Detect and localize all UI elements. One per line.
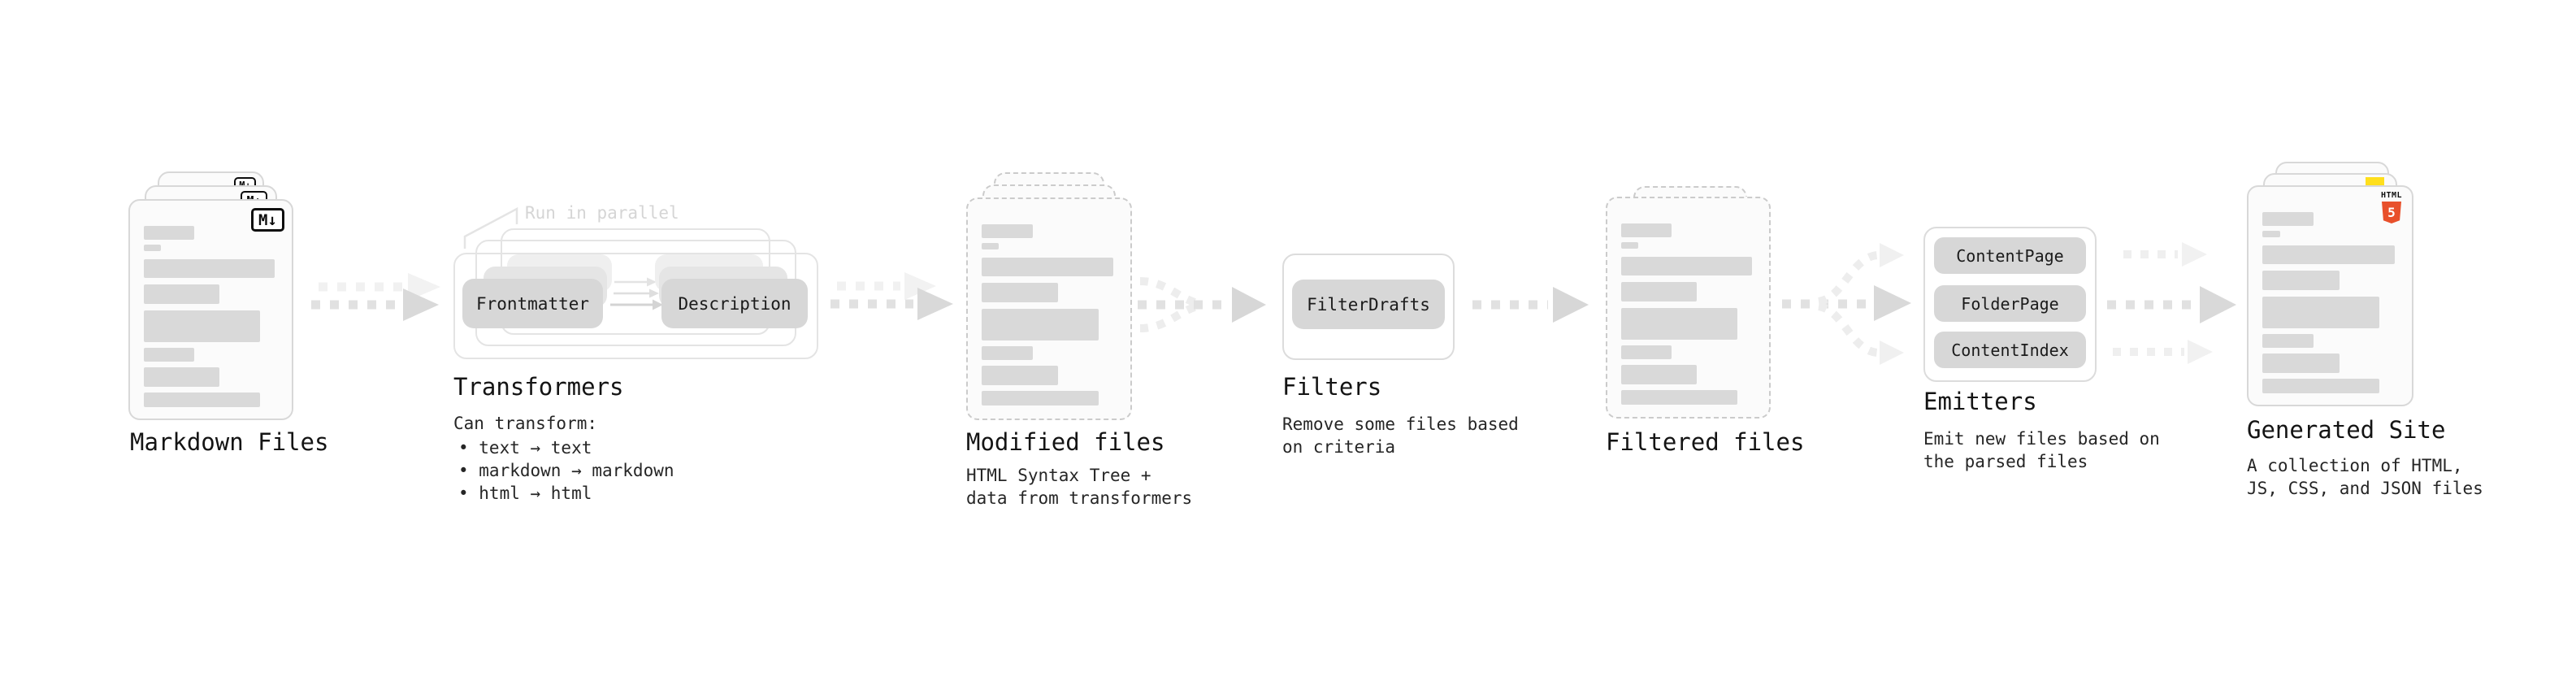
filters-desc: Remove some files based <box>1282 414 1519 434</box>
content-bar <box>144 310 260 342</box>
content-bar <box>982 243 1000 249</box>
document-content-bars <box>982 224 1116 406</box>
generated-site-label: Generated Site <box>2247 416 2446 444</box>
content-bar <box>1621 390 1737 405</box>
generated-site-desc: JS, CSS, and JSON files <box>2247 479 2483 498</box>
arrow-transformers-to-modified <box>830 272 953 320</box>
folderpage-pill: FolderPage <box>1934 285 2086 322</box>
frontmatter-pill: Frontmatter <box>462 279 603 328</box>
markdown-icon: M↓ <box>251 208 284 232</box>
arrow-filtered-to-emitters <box>1782 243 1911 365</box>
transformers-desc-title: Can transform: <box>453 414 598 433</box>
transformers-bullet: • text → text <box>458 438 592 458</box>
document-content-bars <box>2262 212 2397 393</box>
content-bar <box>2262 354 2340 373</box>
content-bar <box>2262 297 2380 328</box>
content-bar <box>2262 379 2380 393</box>
html5-icon-word: HTML <box>2381 191 2403 200</box>
filterdrafts-pill: FilterDrafts <box>1292 280 1445 329</box>
content-bar <box>144 226 195 240</box>
content-bar <box>982 309 1099 340</box>
description-pill: Description <box>661 279 808 328</box>
emitters-desc: Emit new files based on <box>1923 429 2160 449</box>
content-bar <box>982 283 1059 302</box>
markdown-file-card-front: M↓ <box>128 199 293 420</box>
arrow-filters-to-filtered <box>1472 287 1589 323</box>
arrow-modified-to-filters <box>1138 277 1266 332</box>
content-bar <box>982 366 1059 385</box>
content-bar <box>2262 271 2340 290</box>
contentpage-pill: ContentPage <box>1934 237 2086 274</box>
content-bar <box>1621 345 1672 359</box>
html5-icon-shield: 5 <box>2382 202 2401 223</box>
transformers-bullet: • html → html <box>458 484 592 503</box>
content-bar <box>982 224 1033 238</box>
filters-desc: on criteria <box>1282 437 1396 457</box>
arrow-emitters-to-generated <box>2107 242 2236 364</box>
html5-icon: HTML 5 <box>2381 192 2402 223</box>
content-bar <box>2262 245 2395 264</box>
modified-files-desc: data from transformers <box>966 488 1193 508</box>
content-bar <box>144 245 162 251</box>
content-bar <box>1621 223 1672 237</box>
content-bar <box>982 258 1113 276</box>
content-bar <box>2262 212 2314 226</box>
emitters-desc: the parsed files <box>1923 452 2088 471</box>
content-bar <box>1621 365 1698 384</box>
document-content-bars <box>144 226 277 407</box>
emitters-heading: Emitters <box>1923 388 2037 415</box>
modified-files-desc: HTML Syntax Tree + <box>966 466 1151 485</box>
document-content-bars <box>1621 223 1754 405</box>
arrow-markdown-to-transformers <box>311 273 440 321</box>
generated-site-desc: A collection of HTML, <box>2247 456 2463 475</box>
content-bar <box>144 259 275 278</box>
content-bar <box>144 367 220 387</box>
transformers-heading: Transformers <box>453 373 624 401</box>
content-bar <box>2262 334 2314 348</box>
content-bar <box>144 393 260 407</box>
content-bar <box>1621 242 1639 249</box>
content-bar <box>2262 231 2280 237</box>
modified-files-label: Modified files <box>966 428 1165 456</box>
run-in-parallel-note: Run in parallel <box>525 203 679 223</box>
generated-site-card-front: HTML 5 <box>2247 185 2413 406</box>
content-bar <box>1621 282 1698 301</box>
content-bar <box>982 391 1099 406</box>
content-bar <box>982 346 1033 360</box>
filters-heading: Filters <box>1282 373 1382 401</box>
filtered-files-label: Filtered files <box>1606 428 1805 456</box>
modified-file-card-front <box>966 197 1132 420</box>
filtered-file-card-front <box>1606 197 1771 419</box>
markdown-files-label: Markdown Files <box>130 428 329 456</box>
content-bar <box>144 348 195 362</box>
contentindex-pill: ContentIndex <box>1934 332 2086 368</box>
transformers-bullet: • markdown → markdown <box>458 461 674 480</box>
transformer-layer-front <box>453 253 818 359</box>
content-bar <box>1621 257 1752 275</box>
content-bar <box>144 284 220 304</box>
content-bar <box>1621 308 1737 340</box>
